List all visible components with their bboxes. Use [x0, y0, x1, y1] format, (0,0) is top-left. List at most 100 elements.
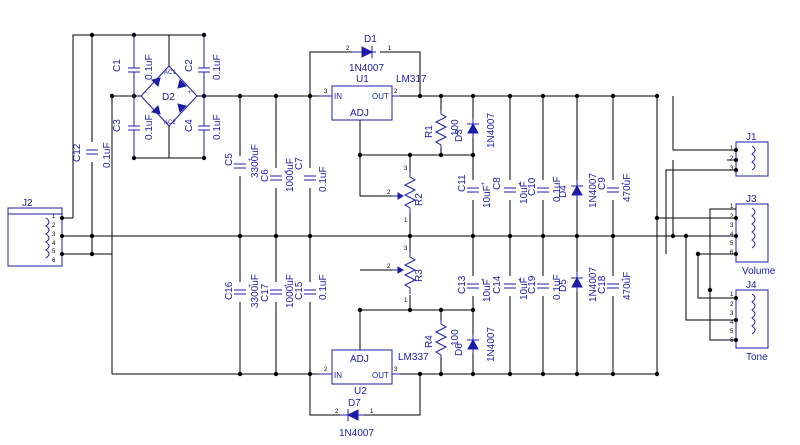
- d6-ref: D6: [454, 343, 465, 356]
- connector-j2[interactable]: J2 1 2 3 4 5 6: [7, 198, 63, 267]
- c19-ref: C19: [527, 275, 538, 294]
- bridge-ac2-pin: AC2: [164, 120, 176, 126]
- resistor-r1[interactable]: R1 100: [424, 110, 461, 148]
- c2-value: 0.1uF: [212, 54, 223, 80]
- c15-value: 0.1uF: [318, 274, 329, 300]
- d2-ref: D2: [162, 92, 175, 103]
- capacitor-c10[interactable]: C10 0.1uF: [527, 176, 563, 202]
- u2-out-label: OUT: [372, 371, 389, 380]
- d7-value: 1N4007: [339, 428, 374, 439]
- svg-text:3: 3: [404, 166, 408, 172]
- regulator-u2[interactable]: 2 3 IN OUT ADJ U2 LM337: [318, 349, 429, 397]
- u2-in-label: IN: [334, 371, 342, 380]
- c1-ref: C1: [112, 59, 123, 72]
- capacitor-c5[interactable]: + C5 3300uF: [224, 144, 261, 178]
- c4-ref: C4: [184, 119, 195, 132]
- regulator-u1[interactable]: 3 2 IN OUT ADJ U1 LM317: [318, 74, 427, 121]
- svg-text:4: 4: [52, 241, 56, 247]
- capacitor-c9[interactable]: + C9 470uF: [597, 174, 633, 202]
- svg-text:1: 1: [404, 218, 408, 224]
- capacitor-c6[interactable]: + C6 1000uF: [260, 158, 296, 192]
- capacitor-c3[interactable]: C3 0.1uF: [112, 96, 155, 158]
- j4-label: Tone: [746, 352, 768, 363]
- svg-text:2: 2: [52, 223, 56, 229]
- bridge-minus-pin: -: [145, 90, 147, 96]
- svg-text:3: 3: [730, 311, 734, 317]
- connector-j4[interactable]: J4 Tone 1 2 3 4 5 6: [730, 280, 769, 363]
- capacitor-c13[interactable]: + C13: [457, 275, 485, 296]
- u2-value: LM337: [398, 352, 429, 363]
- svg-text:1: 1: [730, 292, 734, 298]
- capacitor-c1[interactable]: C1 0.1uF: [112, 35, 155, 96]
- c14-ref: C14: [492, 275, 503, 294]
- capacitor-c17[interactable]: + C17 1000uF: [260, 274, 296, 308]
- resistor-r4[interactable]: R4 100: [424, 320, 461, 358]
- svg-text:1: 1: [52, 214, 56, 220]
- c8-ref: C8: [492, 177, 503, 190]
- u1-adj-label: ADJ: [350, 108, 369, 119]
- c14-value: 10uF: [519, 277, 530, 300]
- capacitor-c8[interactable]: + C8 10uF 10uF: [482, 177, 530, 208]
- u1-value: LM317: [396, 74, 427, 85]
- capacitor-c11[interactable]: + C11: [457, 174, 485, 200]
- capacitor-c16[interactable]: + C16 3300uF: [224, 274, 261, 308]
- svg-text:1: 1: [730, 204, 734, 210]
- c15-ref: C15: [294, 281, 305, 300]
- capacitor-c2[interactable]: C2 0.1uF: [184, 35, 223, 96]
- j3-label: Volume: [742, 266, 776, 277]
- svg-text:2: 2: [730, 302, 734, 308]
- svg-text:+: +: [284, 284, 288, 290]
- r1-ref: R1: [424, 125, 435, 138]
- c17-ref: C17: [260, 283, 271, 302]
- d3-ref: D3: [454, 129, 465, 142]
- svg-text:2: 2: [730, 214, 734, 220]
- connector-j1[interactable]: J1 1 2 3: [730, 132, 769, 177]
- potentiometer-r2[interactable]: 2 3 1 R2: [387, 166, 425, 224]
- capacitor-c7[interactable]: C7 0.1uF: [294, 157, 329, 192]
- diode-d5[interactable]: D5 1N4007: [558, 267, 599, 302]
- c18-ref: C18: [597, 275, 608, 294]
- svg-text:5: 5: [52, 249, 56, 255]
- svg-text:+: +: [248, 284, 252, 290]
- connector-j3[interactable]: J3 Volume 1 2 3 4 5 6: [730, 194, 776, 277]
- c13-value: 10uF: [482, 279, 493, 302]
- c13-ref: C13: [457, 275, 468, 294]
- d4-ref: D4: [558, 185, 569, 198]
- svg-text:6: 6: [730, 338, 734, 344]
- bridge-ac1-pin: AC1: [164, 70, 176, 76]
- svg-text:4: 4: [730, 232, 734, 238]
- c16-ref: C16: [224, 281, 235, 300]
- capacitor-c14[interactable]: + C14 10uF 10uF: [482, 275, 530, 302]
- c5-value: 3300uF: [250, 144, 261, 178]
- svg-text:+: +: [621, 182, 625, 188]
- svg-text:4: 4: [730, 320, 734, 326]
- d5-ref: D5: [558, 279, 569, 292]
- r4-value: 100: [450, 329, 461, 346]
- r2-ref: R2: [414, 193, 425, 206]
- capacitor-c19[interactable]: C19 0.1uF: [527, 274, 563, 300]
- capacitor-c4[interactable]: C4 0.1uF: [184, 96, 223, 158]
- j3-ref: J3: [746, 194, 757, 205]
- svg-text:5: 5: [730, 241, 734, 247]
- capacitor-c12[interactable]: C12 0.1uF: [72, 142, 113, 168]
- svg-text:+: +: [284, 170, 288, 176]
- u1-out-label: OUT: [372, 92, 389, 101]
- svg-text:3: 3: [404, 246, 408, 252]
- diode-d1[interactable]: 2 1 D1 1N4007: [346, 34, 392, 74]
- potentiometer-r3[interactable]: 2 3 1 R3: [387, 246, 425, 304]
- capacitor-c18[interactable]: + C18 470uF: [597, 272, 633, 300]
- diode-d4[interactable]: D4 1N4007: [558, 173, 599, 208]
- c5-ref: C5: [224, 153, 235, 166]
- c17-value: 1000uF: [285, 274, 296, 308]
- svg-text:3: 3: [394, 367, 398, 373]
- bridge-rectifier-d2[interactable]: AC1 AC2 + - D2: [140, 65, 198, 127]
- c10-ref: C10: [527, 177, 538, 196]
- d1-ref: D1: [364, 34, 377, 45]
- c6-value: 1000uF: [285, 158, 296, 192]
- diode-d3[interactable]: D3 1N4007: [454, 113, 497, 148]
- capacitor-c15[interactable]: C15 0.1uF: [294, 274, 329, 302]
- diode-d7[interactable]: 2 1 D7 1N4007: [335, 398, 374, 439]
- svg-text:+: +: [621, 278, 625, 284]
- diode-d6[interactable]: D6 1N4007: [454, 327, 497, 362]
